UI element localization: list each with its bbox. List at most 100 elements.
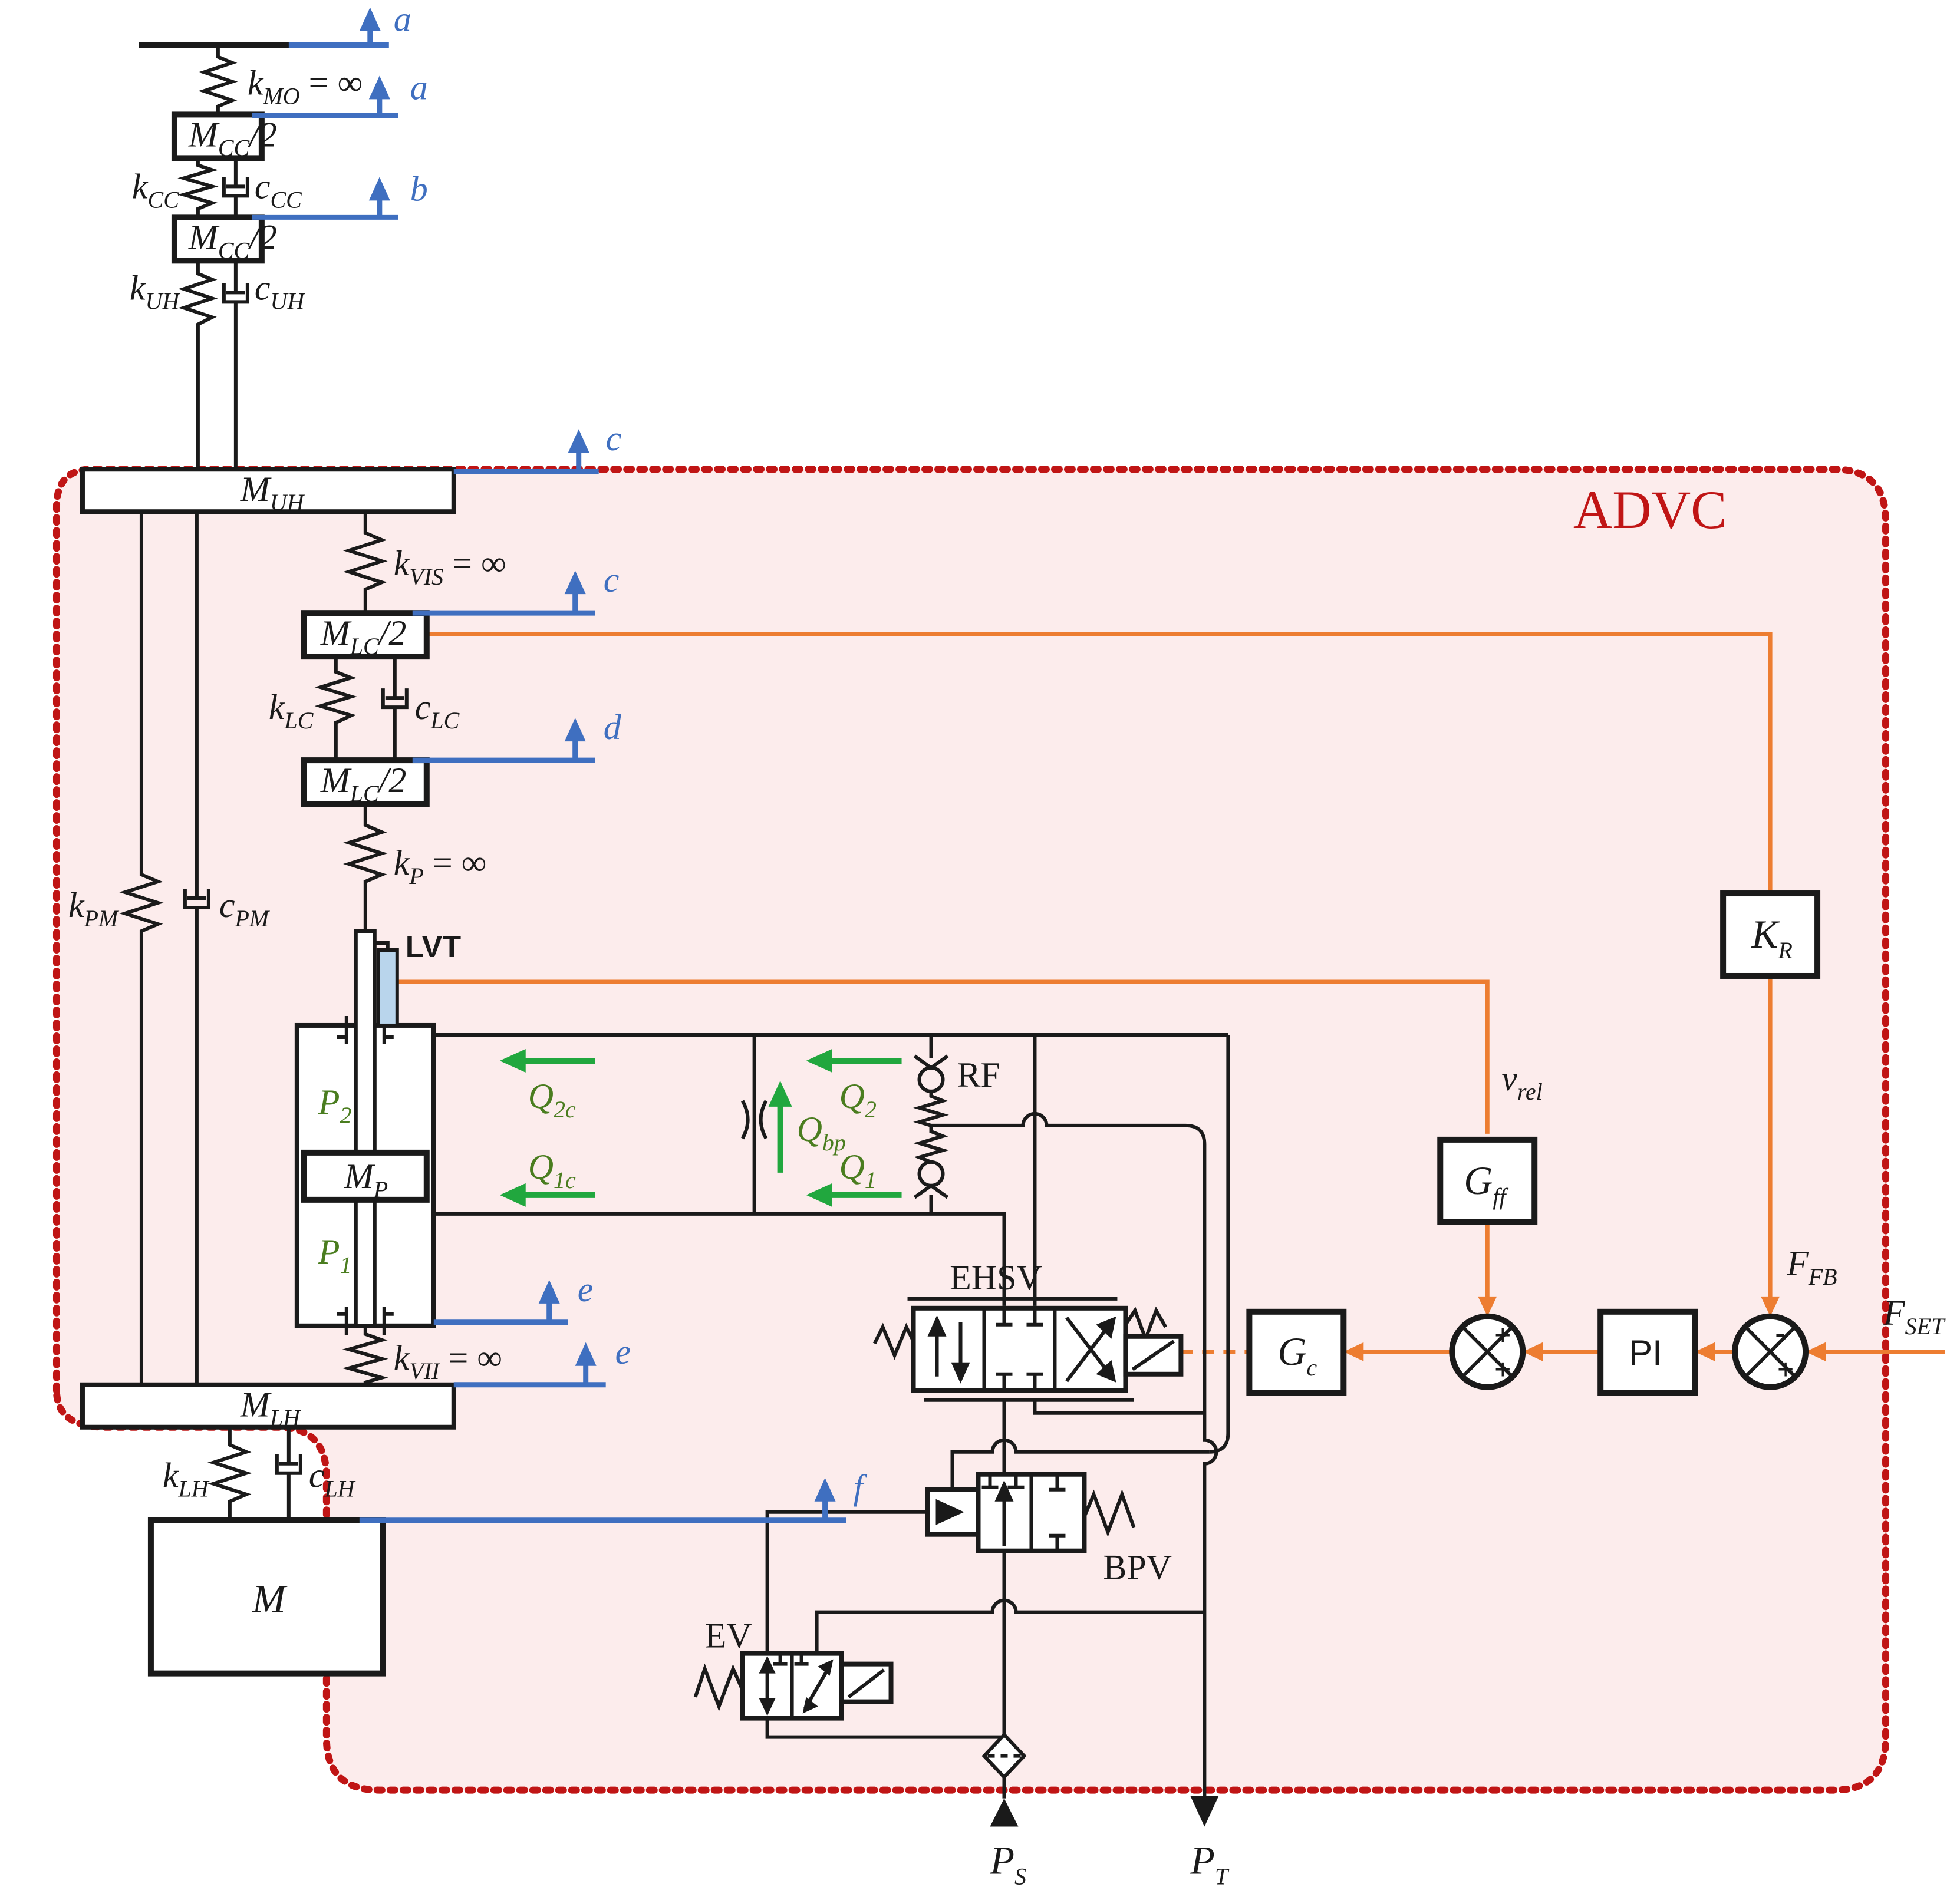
ev-vent-line — [815, 1598, 1205, 1654]
bpv-pilot-line — [950, 1438, 1210, 1490]
qbp-arrow: Qbp — [768, 1080, 846, 1173]
arrow-b: b — [252, 169, 428, 220]
svg-text:MCC/2: MCC/2 — [188, 115, 277, 161]
advc-region-fill — [56, 469, 1886, 1790]
spring-klc — [314, 657, 358, 761]
ev-flow-path — [759, 1653, 788, 1716]
sum-junction-feedforward: + + — [1449, 1313, 1526, 1390]
motion-arrows: a a b c c d e — [252, 0, 868, 1523]
svg-text:Q2c: Q2c — [528, 1077, 576, 1123]
gff-block — [1437, 1136, 1538, 1225]
sumff-in-arrowhead — [1523, 1342, 1543, 1361]
svg-text:M: M — [252, 1576, 288, 1621]
orange-signal-lines — [396, 632, 1945, 1361]
arrow-e2: e — [453, 1332, 631, 1388]
arrow-a2: a — [252, 68, 428, 118]
svg-text:kLH: kLH — [163, 1456, 210, 1502]
svg-text:kP = ∞: kP = ∞ — [394, 843, 487, 889]
svg-text:+: + — [1494, 1354, 1511, 1385]
spring-kvii — [342, 1325, 388, 1385]
tank-line — [1203, 1144, 1218, 1790]
gc-in-arrowhead — [1343, 1342, 1364, 1361]
svg-text:kLC: kLC — [269, 688, 314, 734]
svg-text:Q1: Q1 — [839, 1147, 877, 1193]
spring-kcc — [177, 158, 219, 217]
svg-text:kPM: kPM — [68, 886, 120, 932]
svg-text:KR: KR — [1751, 912, 1793, 964]
damper-cpm — [183, 512, 210, 1385]
bpv-label: BPV — [1103, 1548, 1172, 1587]
svg-text:MLH: MLH — [240, 1385, 301, 1431]
svg-text:e: e — [578, 1270, 594, 1309]
supply-tank: PS PT — [981, 1732, 1230, 1887]
rf-label: RF — [957, 1055, 1000, 1094]
mechanical-labels: kMO = ∞ MCC/2 kCC cCC MCC/2 kUH cUH MUH … — [68, 63, 506, 1621]
rod-seals — [337, 1015, 394, 1335]
mass-m — [147, 1517, 386, 1677]
svg-text:MCC/2: MCC/2 — [188, 217, 277, 263]
svg-text:cCC: cCC — [255, 167, 302, 213]
check-valve-seat-bottom — [913, 1183, 949, 1199]
damper-ccc — [222, 158, 249, 217]
mlc-to-kr-line — [426, 632, 1773, 894]
kr-block — [1720, 890, 1821, 979]
ehsv-parallel-arrows — [927, 1315, 970, 1384]
svg-text:c: c — [604, 560, 620, 599]
arrow-a1: a — [288, 0, 411, 48]
fset-arrowhead — [1806, 1342, 1826, 1361]
ev-label: EV — [705, 1617, 752, 1655]
piston-mp — [301, 1149, 430, 1203]
svg-text:kVII = ∞: kVII = ∞ — [394, 1338, 502, 1384]
vrel-label: vrel — [1501, 1059, 1543, 1105]
svg-text:cLH: cLH — [309, 1456, 356, 1502]
svg-text:e: e — [615, 1332, 631, 1371]
ehsv-label: EHSV — [950, 1258, 1042, 1297]
pt-tank-arrow — [1190, 1796, 1219, 1827]
svg-text:d: d — [604, 708, 622, 747]
svg-text:cPM: cPM — [219, 886, 271, 932]
spring-kuh — [178, 260, 218, 470]
bpv-pilot — [925, 1487, 981, 1537]
bypass-orifice — [740, 1100, 768, 1140]
svg-text:kMO = ∞: kMO = ∞ — [248, 63, 363, 109]
svg-text:cUH: cUH — [255, 268, 305, 314]
damper-cuh — [222, 260, 249, 470]
bpv-blocked-path — [1049, 1474, 1066, 1551]
mass-muh — [80, 467, 456, 514]
spring-kvis — [343, 512, 388, 613]
svg-text:b: b — [410, 169, 428, 208]
q2-arrow: Q2 — [806, 1048, 902, 1123]
p2-drop-line — [1209, 1034, 1230, 1454]
svg-text:Gc: Gc — [1277, 1329, 1317, 1381]
damper-clc — [381, 657, 409, 761]
svg-text:+: + — [1777, 1354, 1794, 1385]
arrow-c1: c — [453, 419, 622, 474]
gc-block — [1246, 1308, 1347, 1396]
mass-mlc-upper — [301, 610, 430, 660]
lvt-bracket — [374, 941, 390, 950]
rf-check-valves: RF — [913, 1034, 1000, 1214]
suspension-kpm — [119, 512, 164, 1385]
arrow-c2: c — [412, 560, 620, 616]
filter-symbol — [981, 1732, 1027, 1780]
lvt-vrel-line — [396, 979, 1490, 1134]
svg-text:Q1c: Q1c — [528, 1147, 576, 1193]
q1-arrow: Q1 — [806, 1147, 902, 1207]
mass-mlh — [80, 1382, 456, 1430]
control-blocks: KR Gff Gc PI + + - + vrel FFB FSET — [1246, 890, 1946, 1396]
svg-text:c: c — [606, 419, 622, 458]
piston-label: MP — [344, 1157, 388, 1203]
sum-junction-feedback: - + — [1732, 1313, 1809, 1390]
svg-text:Qbp: Qbp — [797, 1110, 846, 1156]
svg-text:cLC: cLC — [415, 688, 460, 734]
svg-text:MLC/2: MLC/2 — [320, 613, 407, 659]
ev-crossed-path — [794, 1653, 834, 1714]
ev-valve: EV — [693, 1617, 894, 1721]
arrow-e1: e — [433, 1270, 594, 1325]
ehsv-valve: EHSV — [872, 1258, 1184, 1402]
svg-text:MUH: MUH — [240, 470, 305, 516]
gff-arrowhead — [1478, 1296, 1497, 1317]
fset-label: FSET — [1883, 1294, 1946, 1340]
